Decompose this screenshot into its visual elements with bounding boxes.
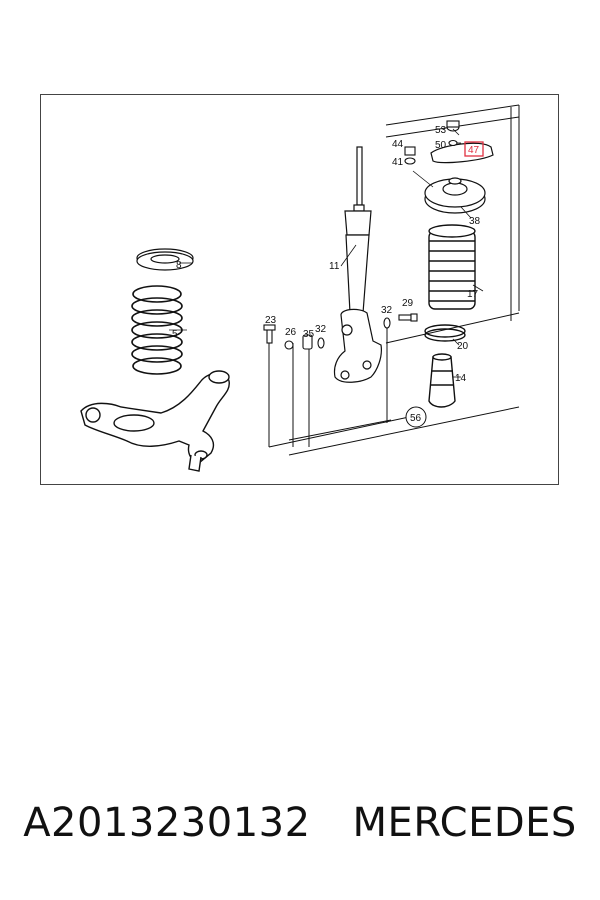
callout-32-right: 32 xyxy=(381,305,393,316)
callout-50: 50 xyxy=(435,140,447,151)
callout-35: 35 xyxy=(303,329,315,340)
callout-20: 20 xyxy=(457,341,469,352)
highlight-box-47 xyxy=(464,141,484,157)
callout-17: 17 xyxy=(467,289,479,300)
callout-47: 47 xyxy=(468,145,480,156)
callout-32-left: 32 xyxy=(315,324,327,335)
clamp-part xyxy=(424,324,466,342)
callout-8: 8 xyxy=(176,260,182,271)
callout-11: 11 xyxy=(329,261,340,272)
brand-name: MERCEDES xyxy=(352,800,577,846)
callout-53: 53 xyxy=(435,125,447,136)
shock-absorber-part xyxy=(333,146,382,383)
callout-41: 41 xyxy=(392,157,404,168)
callout-29: 29 xyxy=(402,298,414,309)
callout-56-circle xyxy=(405,406,427,428)
callout-38: 38 xyxy=(469,216,481,227)
part-number: A2013230132 xyxy=(23,800,311,846)
dust-boot-part xyxy=(428,224,476,310)
strut-mount-part xyxy=(424,142,494,214)
callout-5: 5 xyxy=(172,329,178,340)
callout-14: 14 xyxy=(455,373,467,384)
control-arm-part xyxy=(80,370,230,472)
callout-44: 44 xyxy=(392,139,404,150)
spring-seat-part xyxy=(136,248,194,271)
coil-spring-part xyxy=(131,285,183,375)
bump-stop-part xyxy=(428,353,456,408)
parts-diagram: 53 50 47 44 41 38 11 8 17 5 23 26 35 32 … xyxy=(40,94,559,485)
callout-26: 26 xyxy=(285,327,297,338)
bolt-parts xyxy=(263,313,418,350)
callout-56: 56 xyxy=(410,413,422,424)
callout-23: 23 xyxy=(265,315,277,326)
part-caption: A2013230132 MERCEDES xyxy=(0,800,600,846)
